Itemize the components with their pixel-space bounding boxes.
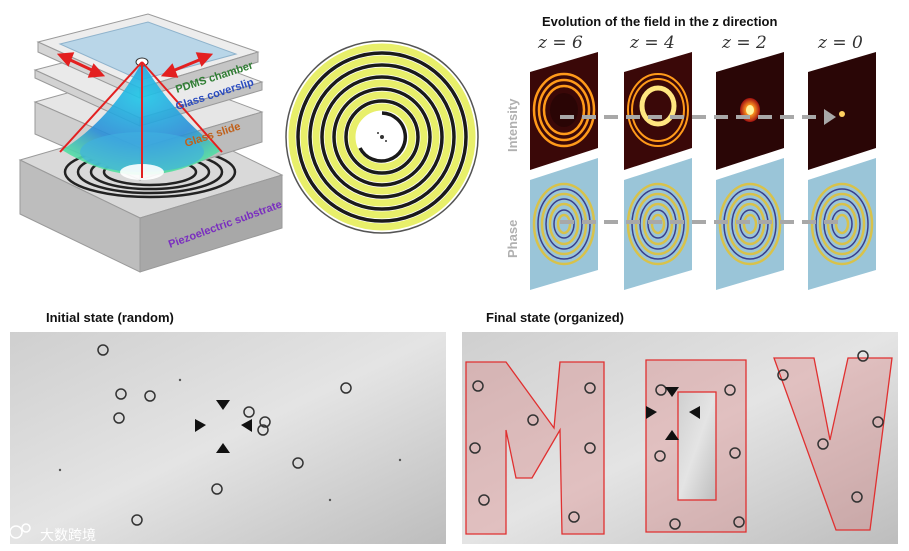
final-state-micrograph xyxy=(462,332,898,544)
initial-state-title: Initial state (random) xyxy=(46,310,174,325)
spiral-electrode-pattern xyxy=(285,40,479,234)
final-state-title: Final state (organized) xyxy=(486,310,624,325)
intensity-tile-z4 xyxy=(624,52,692,170)
phase-tile-z0 xyxy=(808,158,876,290)
intensity-tile-z2 xyxy=(716,52,784,170)
trap-markers-final xyxy=(646,387,700,440)
row-label-intensity: Intensity xyxy=(505,98,520,152)
z-label-6: z = 6 xyxy=(537,33,583,53)
intensity-guide-arrow xyxy=(560,109,836,125)
device-stack-diagram: PDMS chamber Glass coverslip Glass slide… xyxy=(18,13,284,273)
field-evolution-panel: Evolution of the field in the z directio… xyxy=(505,14,876,290)
watermark-text: 大数跨境 xyxy=(40,528,96,544)
z-label-2: z = 2 xyxy=(721,33,767,53)
row-label-phase: Phase xyxy=(505,220,520,258)
z-label-4: z = 4 xyxy=(629,33,675,53)
letter-m-outline xyxy=(465,361,605,535)
watermark: 大数跨境 xyxy=(9,523,96,544)
translation-arrows xyxy=(56,52,214,78)
panel-c-title: Evolution of the field in the z directio… xyxy=(542,14,778,29)
z-label-0: z = 0 xyxy=(817,33,863,53)
letter-v-outline xyxy=(773,357,893,531)
initial-state-micrograph xyxy=(10,332,446,544)
intensity-tile-z0 xyxy=(808,52,876,170)
intensity-tile-z6 xyxy=(530,52,598,170)
spiral-electrode xyxy=(63,145,237,199)
trap-markers-initial xyxy=(195,400,252,453)
